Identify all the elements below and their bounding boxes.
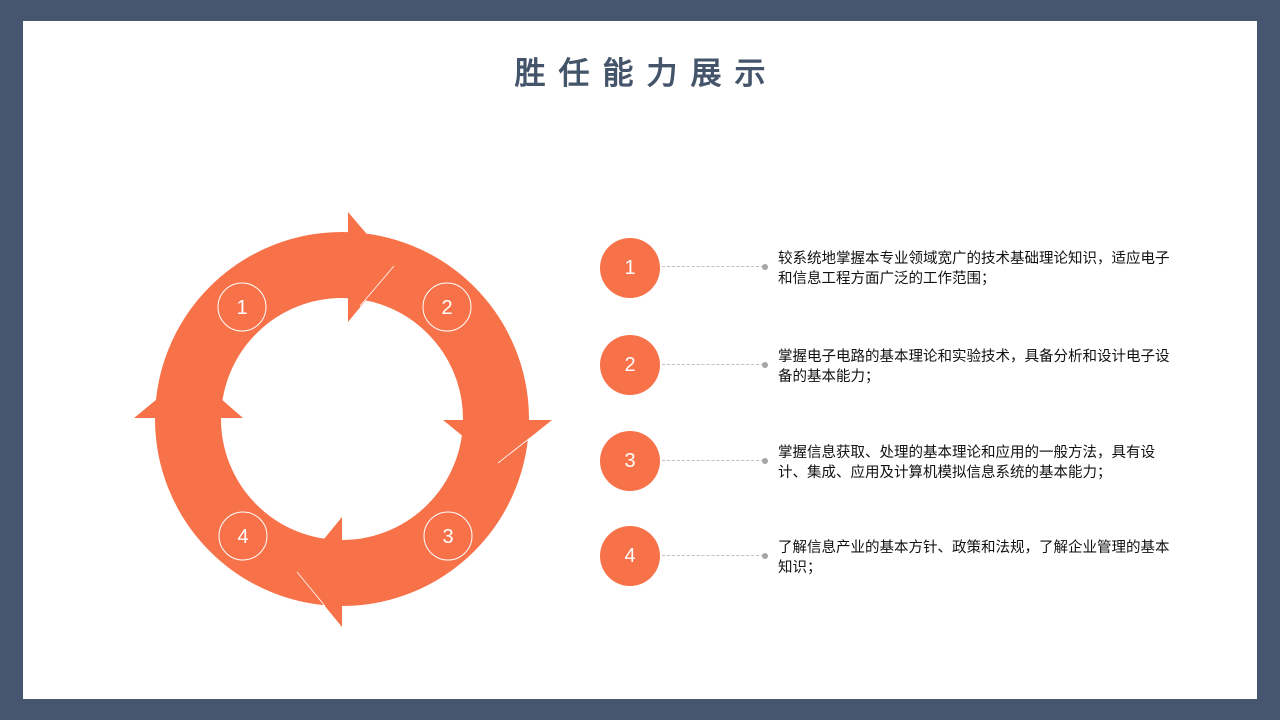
item-number-1: 1: [600, 238, 660, 298]
arrowhead-2: [443, 420, 552, 464]
connector-line-2: [662, 364, 764, 365]
ring-marker-1: 1: [217, 282, 267, 332]
item-text-3: 掌握信息获取、处理的基本理论和应用的一般方法，具有设计、集成、应用及计算机模拟信…: [778, 445, 1155, 481]
item-number-4: 4: [600, 526, 660, 586]
connector-dot-3: [762, 458, 768, 464]
page-title: 胜任能力展示: [514, 56, 779, 92]
arrowhead-1: [348, 212, 394, 322]
connector-line-1: [662, 266, 764, 267]
ring-marker-4: 4: [218, 511, 268, 561]
svg-text:1: 1: [236, 297, 247, 319]
item-number-3: 3: [600, 431, 660, 491]
item-text-4: 了解信息产业的基本方针、政策和法规，了解企业管理的基本知识；: [778, 540, 1170, 576]
ring-marker-3: 3: [423, 511, 473, 561]
svg-text:3: 3: [442, 526, 453, 548]
item-text-2: 掌握电子电路的基本理论和实验技术，具备分析和设计电子设备的基本能力；: [778, 349, 1170, 385]
item-text-1: 较系统地掌握本专业领域宽广的技术基础理论知识，适应电子和信息工程方面广泛的工作范…: [778, 251, 1170, 287]
arrowhead-4: [134, 372, 243, 418]
item-number-2: 2: [600, 335, 660, 395]
ring-marker-2: 2: [422, 282, 472, 332]
connector-dot-1: [762, 264, 768, 270]
arrowhead-3: [297, 517, 342, 627]
svg-text:4: 4: [237, 526, 248, 548]
svg-text:2: 2: [441, 297, 452, 319]
connector-dot-4: [762, 553, 768, 559]
connector-line-3: [662, 460, 764, 461]
connector-dot-2: [762, 362, 768, 368]
connector-line-4: [662, 555, 764, 556]
